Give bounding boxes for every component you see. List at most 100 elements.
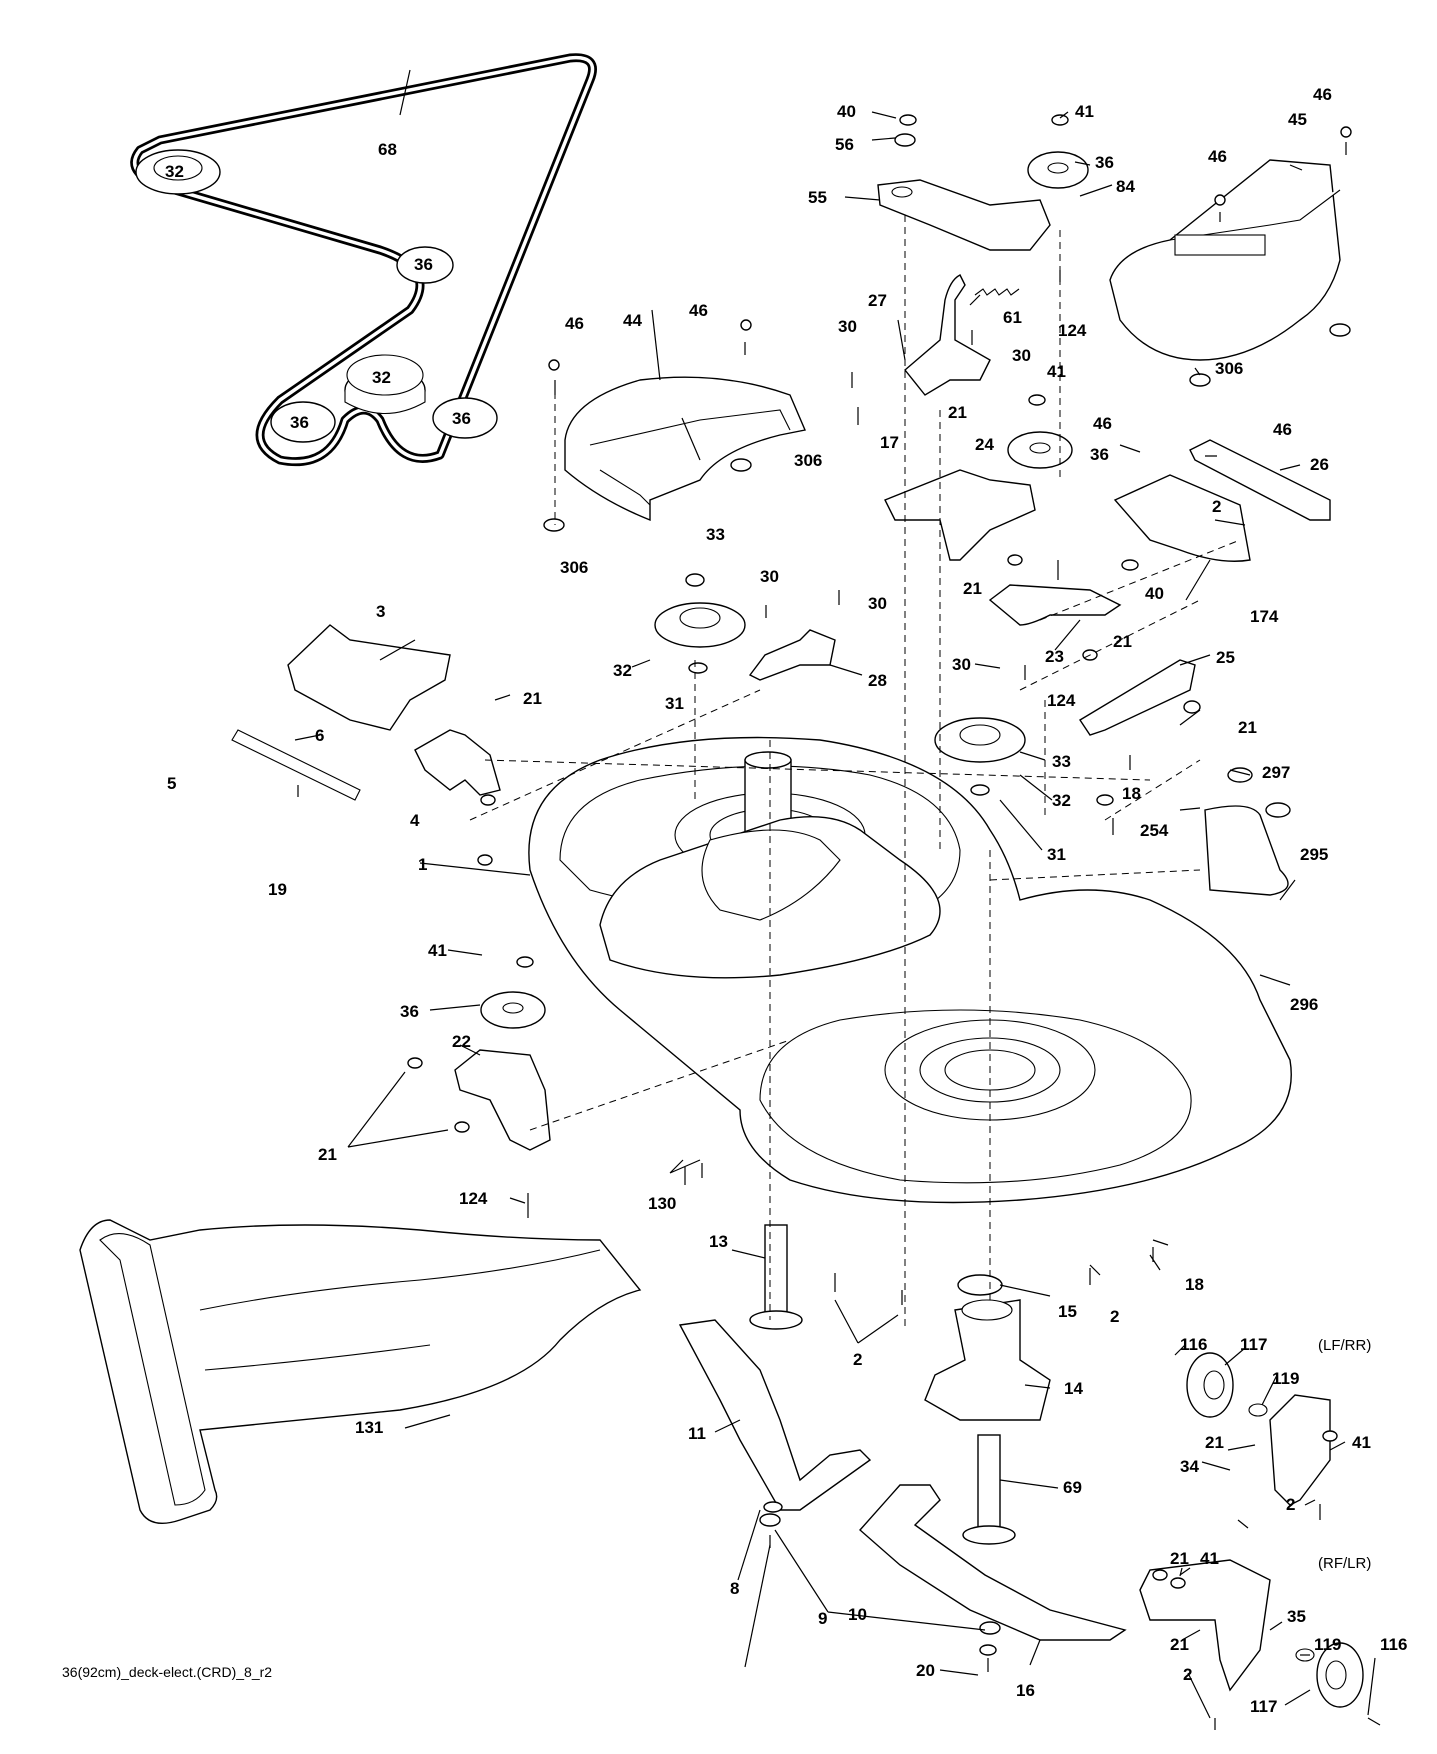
callout-3: 3: [376, 602, 385, 621]
discharge-chute: [79, 1219, 642, 1524]
callout-56: 56: [835, 135, 854, 154]
callout-11: 11: [688, 1424, 706, 1443]
right-belt-cover: [1109, 159, 1341, 361]
callout-46-26b: 46: [1273, 420, 1292, 439]
callout-21-i: 21: [1170, 1635, 1189, 1654]
idler-pulley-36-top: [1027, 151, 1089, 189]
callout-31-b: 31: [1047, 845, 1066, 864]
callout-16: 16: [1016, 1681, 1035, 1700]
callout-8: 8: [730, 1579, 739, 1598]
callout-306-mid: 306: [794, 451, 822, 470]
pulley-32-mid: [654, 602, 746, 648]
callout-84: 84: [1116, 177, 1135, 196]
pulley-32-low: [934, 717, 1026, 763]
callout-28: 28: [868, 671, 887, 690]
callout-36-belt-e: 36: [452, 409, 471, 428]
callout-69: 69: [1063, 1478, 1082, 1497]
callout-21-b: 21: [963, 579, 982, 598]
callout-32-low: 32: [1052, 791, 1071, 810]
callout-46-26a: 46: [1093, 414, 1112, 433]
callout-41-wheel-b: 41: [1200, 1549, 1219, 1568]
idler-pulley-36-mid: [1007, 431, 1073, 469]
belt-pulley-36-b: [396, 246, 454, 284]
drawing-code: 36(92cm)_deck-elect.(CRD)_8_r2: [62, 1664, 272, 1680]
callout-21-g: 21: [1205, 1433, 1224, 1452]
bracket-26: [1189, 439, 1331, 521]
callout-61: 61: [1003, 308, 1022, 327]
callout-22: 22: [452, 1032, 471, 1051]
callout-306-right: 306: [1215, 359, 1243, 378]
callout-131: 131: [355, 1418, 383, 1437]
belt-pulley-36-e: [432, 397, 498, 439]
callout-30-b: 30: [1012, 346, 1031, 365]
alignment-lines: [469, 215, 1241, 1330]
callout-116-a: 116: [1180, 1335, 1207, 1354]
callout-21-e: 21: [523, 689, 542, 708]
callout-leaders: [294, 69, 1376, 1719]
callout-9: 9: [818, 1609, 827, 1628]
callout-41-mid: 41: [1047, 362, 1066, 381]
callout-32-belt-c: 32: [372, 368, 391, 387]
bracket-22: [454, 1049, 551, 1151]
idler-arm-27: [904, 274, 991, 396]
rod-6: [231, 729, 361, 801]
callout-30-a: 30: [838, 317, 857, 336]
callout-34: 34: [1180, 1457, 1199, 1476]
idler-arm-55: [877, 179, 1051, 251]
callout-30-c: 30: [760, 567, 779, 586]
callout-14: 14: [1064, 1379, 1083, 1398]
callout-27: 27: [868, 291, 887, 310]
variant-label-lf-rr: (LF/RR): [1318, 1337, 1371, 1354]
callout-2-top: 2: [1212, 497, 1221, 516]
bracket-24: [884, 469, 1036, 561]
callout-23: 23: [1045, 647, 1064, 666]
callout-1: 1: [418, 855, 427, 874]
spring-61: [974, 288, 1020, 296]
callout-5: 5: [167, 774, 176, 793]
callout-46-cover: 46: [1208, 147, 1227, 166]
bearing-15: [957, 1274, 1003, 1296]
callout-13: 13: [709, 1232, 728, 1251]
spindle-housing-14: [924, 1299, 1051, 1421]
callout-296: 296: [1290, 995, 1318, 1014]
callout-124-top: 124: [1058, 321, 1087, 340]
bracket-23: [988, 584, 1122, 626]
callout-41-low: 41: [428, 941, 447, 960]
bracket-28: [748, 629, 836, 681]
callout-68: 68: [378, 140, 397, 159]
callout-254: 254: [1140, 821, 1169, 840]
blade-16: [859, 1484, 1127, 1641]
callout-33-top: 33: [706, 525, 725, 544]
callout-46-44: 46: [689, 301, 708, 320]
callout-19: 19: [268, 880, 287, 899]
callout-55: 55: [808, 188, 827, 207]
callout-45: 45: [1288, 110, 1307, 129]
callout-20: 20: [916, 1661, 935, 1680]
callout-44: 44: [623, 311, 642, 330]
callout-21-f: 21: [318, 1145, 337, 1164]
callout-124-mid: 124: [1047, 691, 1076, 710]
callout-40-mid: 40: [1145, 584, 1164, 603]
callout-119-b: 119: [1314, 1635, 1341, 1654]
callout-30-d: 30: [868, 594, 887, 613]
callout-297: 297: [1262, 763, 1290, 782]
callout-36-low: 36: [400, 1002, 419, 1021]
bracket-3: [287, 624, 451, 731]
washer-10: [759, 1513, 1001, 1635]
callout-306-left: 306: [560, 558, 588, 577]
callout-2-low: 2: [1110, 1307, 1119, 1326]
idler-pulley-36-low: [480, 991, 546, 1029]
callout-130: 130: [648, 1194, 676, 1213]
callout-36-mid: 36: [1090, 445, 1109, 464]
callout-35: 35: [1287, 1607, 1306, 1626]
callout-2-mid: 2: [853, 1350, 862, 1369]
callout-32-belt-a: 32: [165, 162, 184, 181]
callout-117-b: 117: [1250, 1697, 1277, 1716]
callout-2-wheel-b: 2: [1183, 1665, 1192, 1684]
callout-6: 6: [315, 726, 324, 745]
callout-26: 26: [1310, 455, 1329, 474]
callout-labels: 68 32 36 32 36 36 40 41 56 36 84 55 46 4…: [62, 85, 1407, 1716]
callout-21-c: 21: [1113, 632, 1132, 651]
spindle-shaft-69: [962, 1434, 1016, 1545]
